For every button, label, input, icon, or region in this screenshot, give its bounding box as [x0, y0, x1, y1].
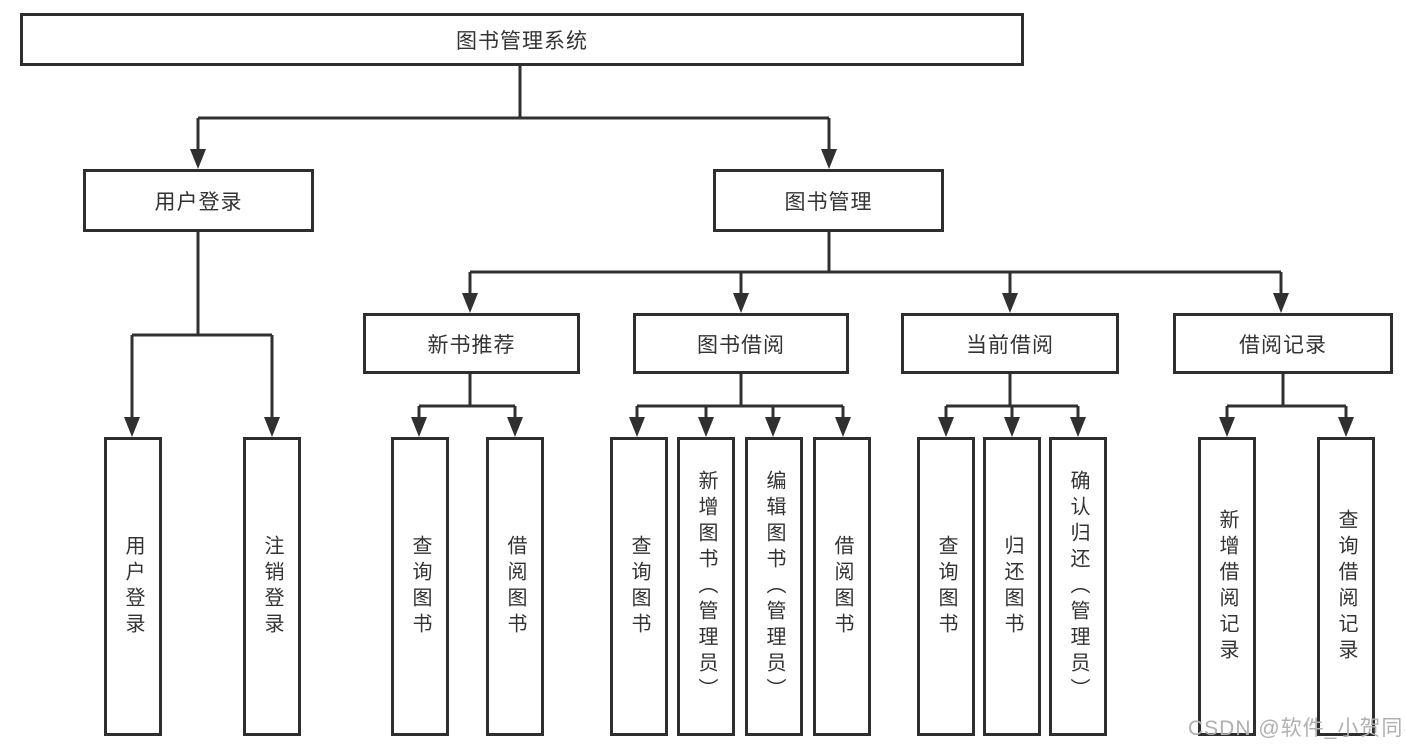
node-user-login: 用户登录	[83, 169, 314, 232]
arrowhead-down-icon	[938, 417, 954, 437]
arrowhead-down-icon	[124, 417, 140, 437]
arrowhead-down-icon	[821, 149, 837, 169]
arrowhead-down-icon	[190, 149, 206, 169]
arrowhead-down-icon	[765, 417, 781, 437]
node-leaf-add-books-admin: 新增图书（管理员）	[677, 437, 735, 736]
arrowhead-down-icon	[264, 417, 280, 437]
node-new-book-recommend-label: 新书推荐	[427, 333, 516, 357]
arrowhead-down-icon	[698, 417, 714, 437]
node-leaf-borrow-books-recommend: 借阅图书	[486, 437, 544, 736]
node-leaf-query-books-borrow: 查询图书	[610, 437, 668, 736]
node-leaf-logout-label: 注销登录	[261, 534, 283, 639]
node-leaf-logout: 注销登录	[243, 437, 301, 736]
node-leaf-user-login-label: 用户登录	[122, 534, 144, 639]
node-new-book-recommend: 新书推荐	[363, 313, 580, 374]
arrowhead-down-icon	[733, 293, 749, 313]
node-book-borrow-label: 图书借阅	[697, 333, 785, 357]
node-leaf-user-login: 用户登录	[104, 437, 162, 736]
node-leaf-return-books: 归还图书	[983, 437, 1041, 736]
node-leaf-query-borrow-record: 查询借阅记录	[1317, 437, 1375, 736]
arrowhead-down-icon	[1219, 417, 1235, 437]
arrowhead-down-icon	[462, 293, 478, 313]
node-leaf-return-books-label: 归还图书	[1001, 534, 1023, 639]
node-book-management: 图书管理	[713, 169, 944, 232]
node-leaf-query-books-recommend: 查询图书	[391, 437, 449, 736]
arrowhead-down-icon	[1338, 417, 1354, 437]
node-leaf-borrow-books-recommend-label: 借阅图书	[504, 534, 526, 639]
arrowhead-down-icon	[1004, 417, 1020, 437]
arrowhead-down-icon	[629, 417, 645, 437]
node-current-borrow: 当前借阅	[901, 313, 1119, 374]
arrowhead-down-icon	[411, 417, 427, 437]
node-borrow-record-label: 借阅记录	[1239, 333, 1327, 357]
node-leaf-borrow-books: 借阅图书	[813, 437, 871, 736]
node-leaf-query-borrow-record-label: 查询借阅记录	[1335, 508, 1357, 665]
arrowhead-down-icon	[507, 417, 523, 437]
arrowhead-down-icon	[1273, 293, 1289, 313]
node-leaf-query-books-borrow-label: 查询图书	[628, 534, 650, 639]
node-leaf-borrow-books-label: 借阅图书	[831, 534, 853, 639]
node-leaf-add-books-admin-label: 新增图书（管理员）	[695, 469, 717, 704]
arrowhead-down-icon	[1002, 293, 1018, 313]
node-borrow-record: 借阅记录	[1173, 313, 1393, 374]
watermark: CSDN @软件_小贺同学	[1188, 717, 1405, 740]
node-leaf-edit-books-admin: 编辑图书（管理员）	[745, 437, 803, 736]
arrowhead-down-icon	[835, 417, 851, 437]
node-book-borrow: 图书借阅	[633, 313, 849, 374]
node-leaf-confirm-return-admin-label: 确认归还（管理员）	[1067, 469, 1089, 704]
node-leaf-edit-books-admin-label: 编辑图书（管理员）	[763, 469, 785, 704]
arrowhead-down-icon	[1070, 417, 1086, 437]
node-leaf-confirm-return-admin: 确认归还（管理员）	[1049, 437, 1107, 736]
node-root-label: 图书管理系统	[456, 29, 588, 53]
node-book-management-label: 图书管理	[784, 190, 873, 214]
node-leaf-query-books-current-label: 查询图书	[935, 534, 957, 639]
node-user-login-label: 用户登录	[154, 190, 243, 214]
node-root: 图书管理系统	[20, 13, 1024, 66]
node-leaf-add-borrow-record-label: 新增借阅记录	[1216, 508, 1238, 665]
node-current-borrow-label: 当前借阅	[966, 333, 1054, 357]
node-leaf-add-borrow-record: 新增借阅记录	[1198, 437, 1256, 736]
node-leaf-query-books-current: 查询图书	[917, 437, 975, 736]
node-leaf-query-books-recommend-label: 查询图书	[409, 534, 431, 639]
